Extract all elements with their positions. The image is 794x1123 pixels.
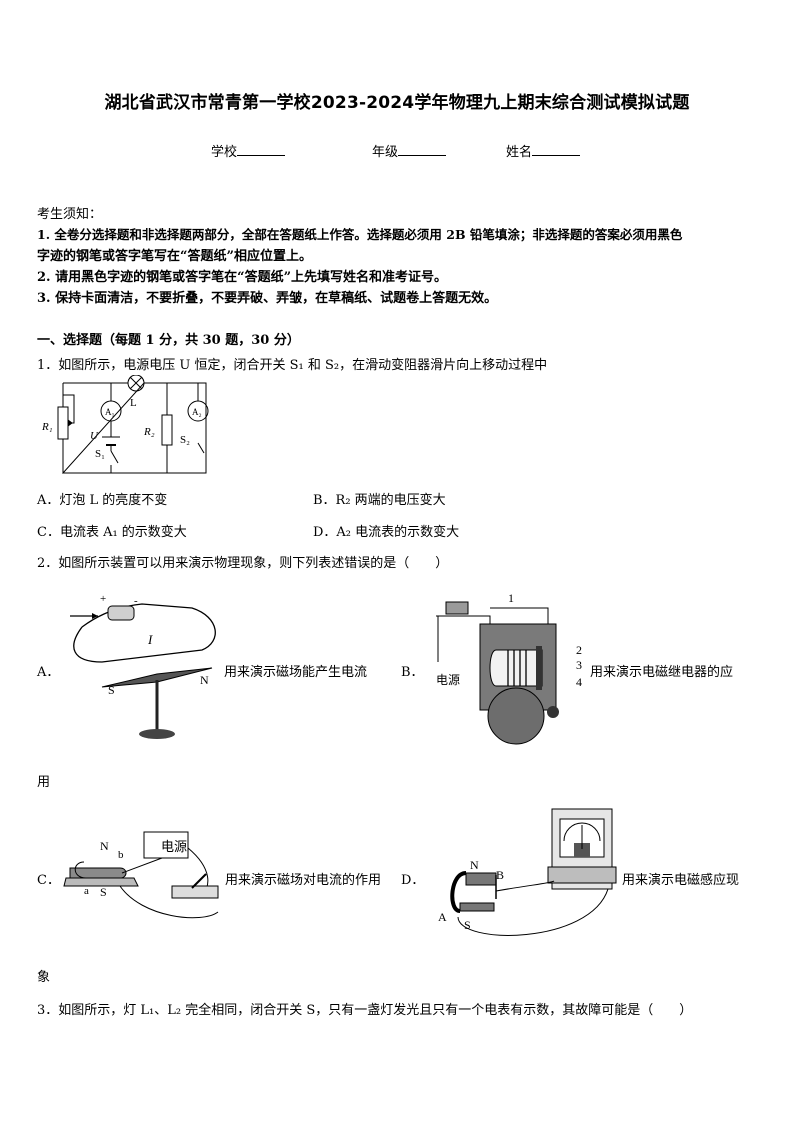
q2d-galvanometer-base: [547, 866, 617, 884]
q2c-switch-base: [171, 885, 219, 899]
q1-label-u: U: [90, 430, 99, 442]
q2d-n-label: N: [470, 858, 479, 872]
q2-option-b-wrap: 用: [37, 775, 51, 790]
q2d-a-label: A: [438, 910, 447, 924]
q1-main-wires: [61, 382, 207, 474]
q2d-magnet-bottom: [459, 902, 495, 912]
q2a-stand-base: [139, 729, 175, 739]
q2b-armature: [536, 646, 542, 690]
q1-label-a1: A₁: [105, 407, 115, 417]
q1-label-l: L: [130, 397, 137, 409]
q2d-magnet-bend: [450, 871, 467, 913]
q2c-magnet-top: [69, 867, 127, 879]
q1-option-a[interactable]: A．灯泡 L 的亮度不变: [37, 493, 168, 508]
q2d-meter-core: [574, 843, 590, 857]
q2a-wire-loop: [73, 603, 216, 663]
notice-heading: 考生须知：: [37, 207, 103, 222]
q2a-current-label: I: [147, 632, 153, 647]
q2-option-c-letter[interactable]: C．: [37, 873, 60, 888]
q1-label-a2: A₂: [192, 407, 202, 417]
q2-option-d-wrap: 象: [37, 970, 51, 985]
q2-stem: 2．如图所示装置可以用来演示物理现象，则下列表述错误的是（ ）: [37, 556, 449, 571]
q2d-wire-loop: [457, 888, 609, 936]
q2c-b-label: b: [118, 849, 124, 861]
q2b-hammer: [547, 706, 559, 718]
page-title: 湖北省武汉市常青第一学校2023-2024学年物理九上期末综合测试模拟试题: [104, 93, 690, 113]
q1-r1-resistor: [57, 406, 69, 440]
q2-option-b-letter[interactable]: B．: [401, 665, 424, 680]
q1-label-r2: R₂: [143, 426, 155, 438]
q2b-electromagnet: [489, 649, 543, 687]
q2-figure-b: 1 2 3 4 电源: [436, 591, 582, 745]
name-blank[interactable]: [532, 143, 581, 156]
q2-option-d-letter[interactable]: D．: [401, 873, 425, 888]
q2a-compass-needle: [101, 667, 213, 688]
name-label: 姓名: [506, 145, 533, 160]
school-field: 学校: [211, 141, 286, 160]
q2b-switch: [445, 601, 469, 615]
q3-stem: 3．如图所示，灯 L₁、L₂ 完全相同，闭合开关 S，只有一盏灯发光且只有一个电…: [37, 1003, 693, 1018]
q1-ammeter-a1: [100, 400, 122, 422]
q2-figure-d: N B A S: [438, 808, 617, 936]
q1-switch-s2: [197, 442, 205, 454]
q1-label-s2: S₂: [180, 434, 190, 446]
q1-stem: 1．如图所示，电源电压 U 恒定，闭合开关 S₁ 和 S₂，在滑动变阻器滑片向上…: [37, 358, 548, 373]
q2a-s-label: S: [108, 683, 115, 697]
q2d-magnet-top: [465, 872, 497, 886]
q1-lamp: [127, 375, 145, 392]
q2-figure-a: + - I S N: [70, 593, 216, 739]
q2-option-c-text: 用来演示磁场对电流的作用: [225, 873, 382, 888]
notice-item-1-line-2: 字迹的钢笔或答字笔写在“答题纸”相应位置上。: [37, 249, 312, 264]
q1-switch-s1: [110, 450, 119, 464]
q2c-switch-lever: [191, 873, 207, 889]
q2a-n-label: N: [200, 673, 209, 687]
q2c-n-label: N: [100, 839, 109, 853]
school-label: 学校: [211, 145, 238, 160]
q2-option-d-text: 用来演示电磁感应现: [622, 873, 740, 888]
q1-circuit-figure: L A₁ A₂ R₁ R₂ U S₁ S₂: [41, 375, 209, 474]
q2a-minus: -: [134, 595, 138, 607]
q2c-magnet-base: [63, 877, 139, 887]
q2c-a-label: a: [84, 885, 89, 897]
q2d-b-label: B: [496, 868, 504, 882]
name-field: 姓名: [506, 141, 581, 160]
q2c-power-label: 电源: [161, 839, 187, 854]
q2b-label-3: 3: [576, 658, 582, 672]
q2a-plus: +: [100, 593, 106, 605]
q2-option-a-letter[interactable]: A．: [37, 665, 60, 680]
section-heading: 一、选择题（每题 1 分，共 30 题，30 分）: [37, 333, 300, 348]
q1-option-b[interactable]: B．R₂ 两端的电压变大: [313, 493, 446, 508]
notice-item-3: 3. 保持卡面清洁，不要折叠，不要弄破、弄皱，在草稿纸、试题卷上答题无效。: [37, 291, 498, 306]
q2-option-b-text: 用来演示电磁继电器的应: [590, 665, 734, 680]
q2b-label-4: 4: [576, 675, 582, 689]
q1-label-r1: R₁: [41, 421, 53, 433]
q1-option-c[interactable]: C．电流表 A₁ 的示数变大: [37, 525, 187, 540]
q2d-s-label: S: [464, 918, 471, 932]
school-blank[interactable]: [237, 143, 286, 156]
q2b-power-label: 电源: [436, 673, 460, 687]
q1-label-s1: S₁: [95, 448, 105, 460]
q2-option-a-text: 用来演示磁场能产生电流: [224, 665, 368, 680]
q2b-bell: [487, 687, 545, 745]
notice-item-1-line-1: 1. 全卷分选择题和非选择题两部分，全部在答题纸上作答。选择题必须用 2B 铅笔…: [37, 227, 683, 242]
q2b-label-1: 1: [508, 591, 514, 605]
q2c-wire-1: [121, 857, 163, 874]
q2a-battery: [107, 605, 135, 621]
grade-field: 年级: [372, 141, 447, 160]
q2-figure-c: 电源 N b a S: [63, 831, 219, 919]
q1-option-d[interactable]: D．A₂ 电流表的示数变大: [313, 525, 460, 540]
q2c-power-box: [143, 831, 189, 859]
notice-item-2: 2. 请用黑色字迹的钢笔或答字笔在“答题纸”上先填写姓名和准考证号。: [37, 270, 448, 285]
grade-label: 年级: [372, 145, 399, 160]
grade-blank[interactable]: [398, 143, 447, 156]
q2b-label-2: 2: [576, 643, 582, 657]
q2c-wire-3: [119, 885, 219, 919]
q2c-s-label: S: [100, 885, 107, 899]
q1-r2-resistor: [161, 414, 173, 446]
